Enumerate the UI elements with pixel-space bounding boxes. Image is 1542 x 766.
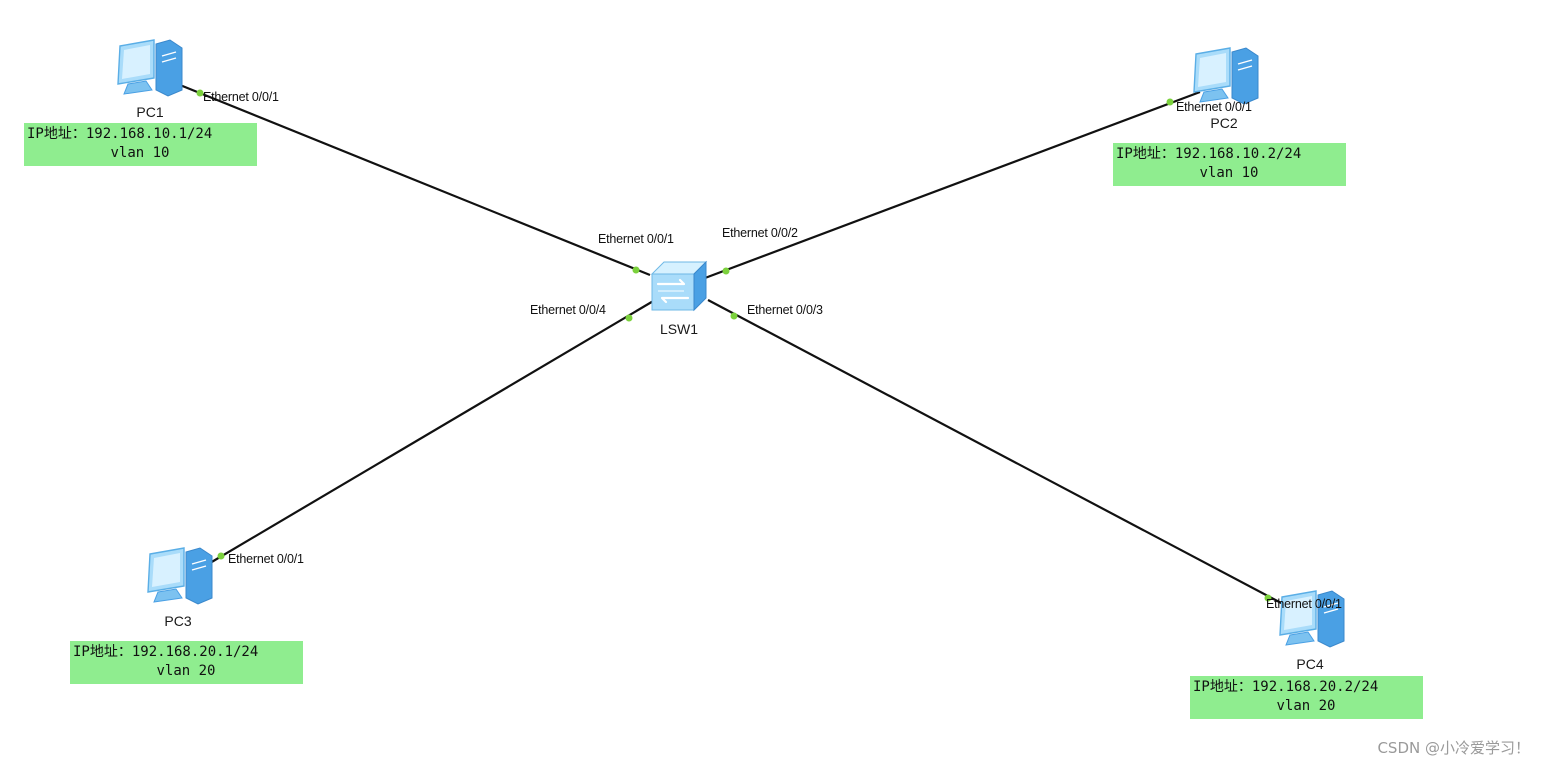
port-label-lsw1-pc4: Ethernet 0/0/3 (747, 303, 823, 317)
pc4-ip-text: IP地址：192.168.20.2/24 (1193, 679, 1379, 695)
link-pc4-lsw1 (707, 299, 1286, 606)
pc2-ip-text: IP地址：192.168.10.2/24 (1116, 146, 1302, 162)
csdn-watermark: CSDN @小冷爱学习！ (1377, 739, 1530, 757)
switch-label: LSW1 (659, 321, 699, 337)
link-pc3-lsw1 (209, 299, 656, 564)
pc3-ip-text: IP地址：192.168.20.1/24 (73, 644, 259, 660)
pc3-computer-icon[interactable] (142, 546, 214, 608)
link-pc1-lsw1 (179, 83, 651, 277)
pc4-info-note: IP地址：192.168.20.2/24 vlan 20 (1190, 676, 1423, 719)
pc2-info-note: IP地址：192.168.10.2/24 vlan 10 (1113, 143, 1346, 186)
link-pc2-lsw1 (704, 90, 1201, 280)
pc1-computer-icon[interactable] (112, 38, 184, 100)
port-label-pc3: Ethernet 0/0/1 (228, 552, 304, 566)
port-dot-lsw1-e001 (632, 266, 640, 274)
port-label-pc4: Ethernet 0/0/1 (1266, 597, 1342, 611)
port-dot-lsw1-e002 (722, 267, 730, 275)
pc1-info-note: IP地址：192.168.10.1/24 vlan 10 (24, 123, 257, 166)
pc1-label: PC1 (136, 104, 164, 120)
pc4-label: PC4 (1296, 656, 1324, 672)
pc3-info-note: IP地址：192.168.20.1/24 vlan 20 (70, 641, 303, 684)
switch-icon[interactable] (650, 258, 710, 316)
pc4-computer-icon[interactable] (1274, 589, 1346, 651)
port-dot-lsw1-e004 (625, 314, 633, 322)
pc1-vlan-text: vlan 10 (110, 145, 170, 161)
pc3-vlan-text: vlan 20 (156, 663, 216, 679)
port-dot-pc1 (196, 89, 204, 97)
pc2-computer-icon[interactable] (1188, 46, 1260, 108)
port-dot-lsw1-e003 (730, 312, 738, 320)
port-label-lsw1-pc2: Ethernet 0/0/2 (722, 226, 798, 240)
pc3-label: PC3 (164, 613, 192, 629)
port-label-pc2: Ethernet 0/0/1 (1176, 100, 1252, 114)
pc2-label: PC2 (1210, 115, 1238, 131)
pc2-vlan-text: vlan 10 (1199, 165, 1259, 181)
port-dot-pc2 (1166, 98, 1174, 106)
port-label-lsw1-pc1: Ethernet 0/0/1 (598, 232, 674, 246)
port-label-lsw1-pc3: Ethernet 0/0/4 (530, 303, 606, 317)
pc4-vlan-text: vlan 20 (1276, 698, 1336, 714)
pc1-ip-text: IP地址：192.168.10.1/24 (27, 126, 213, 142)
port-dot-pc4 (1264, 594, 1272, 602)
port-dot-pc3 (217, 552, 225, 560)
port-label-pc1: Ethernet 0/0/1 (203, 90, 279, 104)
